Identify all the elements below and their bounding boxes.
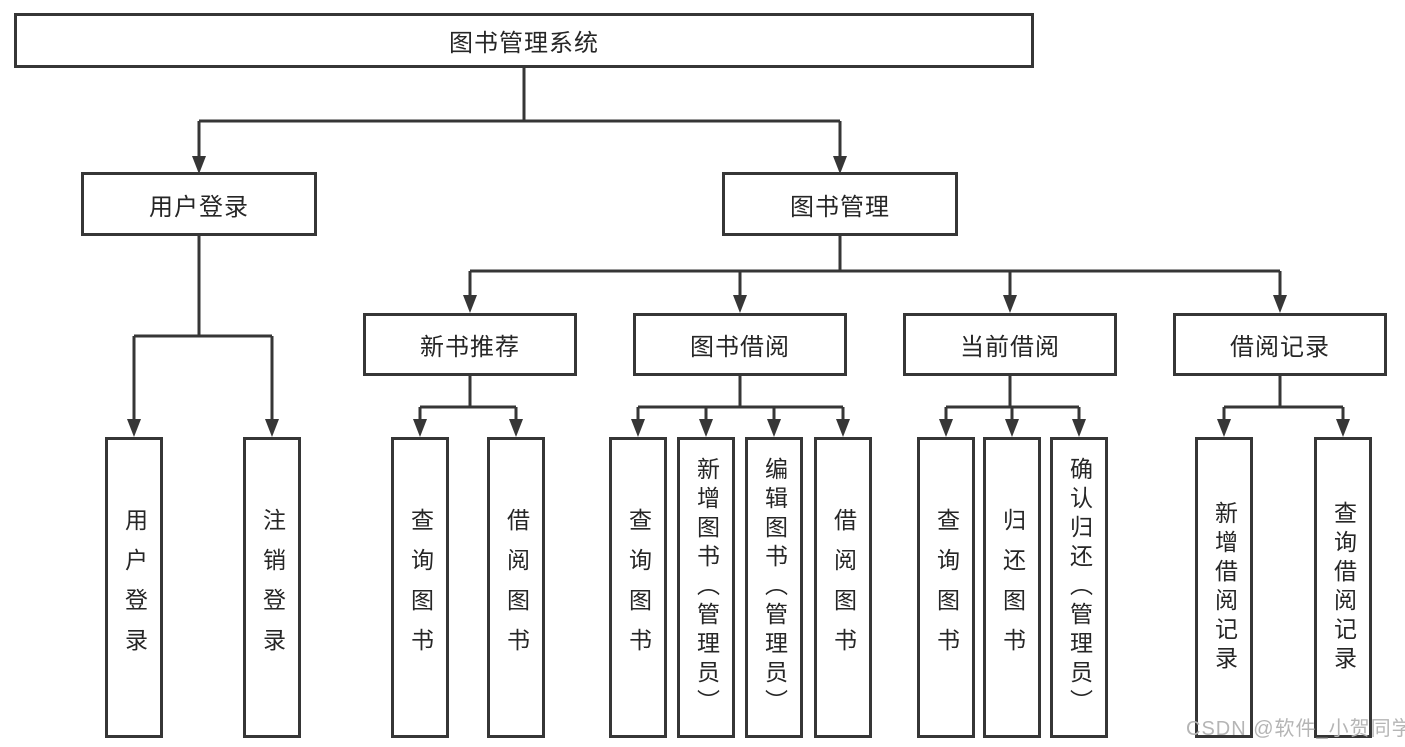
leaf-bb-borrow-books: 借阅图书	[814, 437, 872, 738]
leaf-label: 查询图书	[407, 507, 434, 668]
leaf-br-add-record: 新增借阅记录	[1195, 437, 1253, 738]
leaf-label: 编辑图书（管理员）	[761, 457, 788, 718]
node-label: 新书推荐	[420, 334, 520, 361]
leaf-label: 借阅图书	[503, 507, 530, 668]
node-current-borrow: 当前借阅	[903, 313, 1117, 376]
leaf-br-query-record: 查询借阅记录	[1314, 437, 1372, 738]
leaf-label: 查询图书	[933, 507, 960, 668]
node-label: 图书管理	[790, 193, 890, 221]
leaf-label: 用户登录	[121, 507, 148, 668]
csdn-watermark: CSDN @软件_小贺同学	[1186, 718, 1405, 740]
leaf-logout-login: 注销登录	[243, 437, 301, 738]
leaf-nb-query-books: 查询图书	[391, 437, 449, 738]
connector-lines	[132, 68, 1345, 420]
leaf-label: 查询图书	[625, 507, 652, 668]
leaf-label: 确认归还（管理员）	[1066, 457, 1093, 718]
leaf-bb-query-books: 查询图书	[609, 437, 667, 738]
node-borrow-records: 借阅记录	[1173, 313, 1387, 376]
node-user-login: 用户登录	[81, 172, 317, 236]
leaf-user-login: 用户登录	[105, 437, 163, 738]
leaf-cb-return-books: 归还图书	[983, 437, 1041, 738]
leaf-cb-confirm-return-admin: 确认归还（管理员）	[1050, 437, 1108, 738]
node-label: 借阅记录	[1230, 334, 1330, 361]
node-new-book-recommend: 新书推荐	[363, 313, 577, 376]
leaf-label: 查询借阅记录	[1330, 500, 1357, 675]
node-label: 图书借阅	[690, 334, 790, 361]
leaf-nb-borrow-books: 借阅图书	[487, 437, 545, 738]
leaf-label: 新增图书（管理员）	[693, 457, 720, 718]
node-library-management-system: 图书管理系统	[14, 13, 1034, 68]
node-label: 用户登录	[149, 193, 249, 221]
node-book-management: 图书管理	[722, 172, 958, 236]
leaf-label: 借阅图书	[830, 507, 857, 668]
leaf-bb-add-books-admin: 新增图书（管理员）	[677, 437, 735, 738]
leaf-cb-query-books: 查询图书	[917, 437, 975, 738]
node-book-borrow: 图书借阅	[633, 313, 847, 376]
arrowheads	[127, 156, 1350, 437]
leaf-bb-edit-books-admin: 编辑图书（管理员）	[745, 437, 803, 738]
leaf-label: 注销登录	[259, 507, 286, 668]
node-label: 当前借阅	[960, 334, 1060, 361]
leaf-label: 归还图书	[999, 507, 1026, 668]
leaf-label: 新增借阅记录	[1211, 500, 1238, 675]
node-label: 图书管理系统	[449, 30, 599, 57]
